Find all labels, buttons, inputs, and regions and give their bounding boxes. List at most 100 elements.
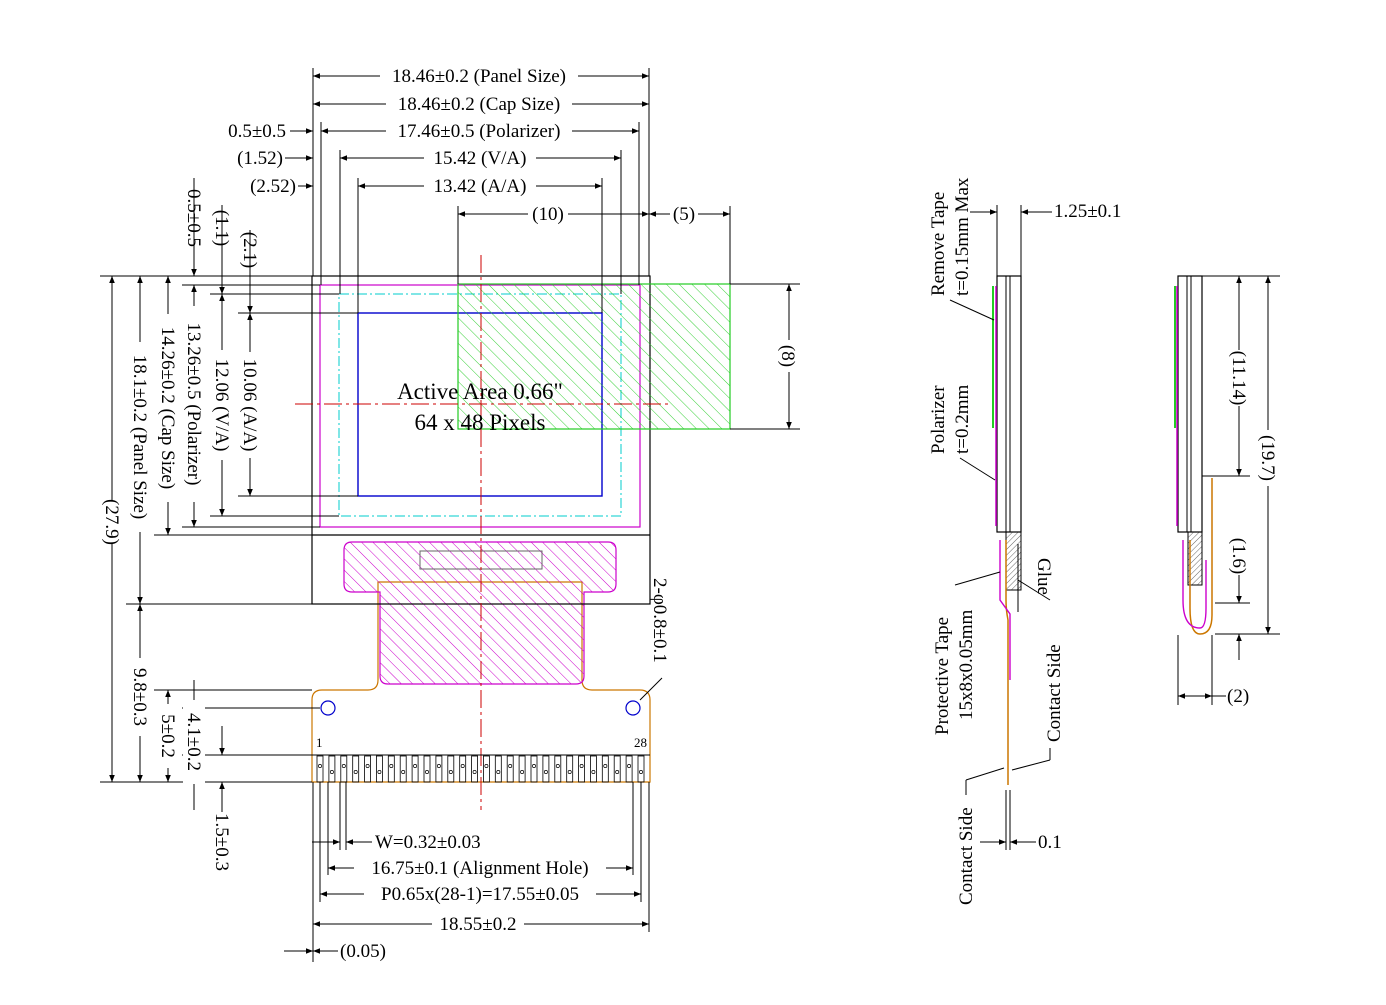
pin-finger — [364, 755, 372, 783]
pin-finger — [578, 755, 585, 783]
pin-finger — [316, 755, 324, 783]
pin-finger — [554, 755, 562, 783]
pin-via — [389, 764, 394, 768]
pin-finger — [459, 755, 467, 783]
dim-finger-length: 1.5±0.3 — [211, 813, 232, 871]
glue-label: Glue — [1033, 558, 1054, 595]
active-area-label: Active Area 0.66" — [397, 379, 563, 404]
pin-finger — [601, 755, 609, 783]
tape-height-dimension: (8) — [730, 283, 800, 430]
hole-note: 2-φ0.8±0.1 — [639, 578, 670, 701]
dim-aa-height: 10.06 (A/A) — [239, 359, 260, 452]
pin-via — [365, 764, 370, 768]
dim-fpc-offset: (0.05) — [340, 941, 386, 962]
pin-via — [329, 770, 334, 774]
fpc-outline — [311, 581, 651, 783]
pin-via — [401, 770, 406, 774]
contact-side-left: Contact Side — [956, 807, 977, 905]
dim-bent-1: (11.14) — [1228, 351, 1249, 406]
side-view: 1.25±0.1 Remove Tape t=0.15mm Max Polari… — [928, 177, 1121, 905]
dim-va-height: 12.06 (V/A) — [211, 359, 232, 452]
dim-panel-height: 18.1±0.2 (Panel Size) — [129, 355, 150, 520]
dim-cap-height: 14.26±0.2 (Cap Size) — [157, 327, 178, 489]
pin-via — [436, 764, 441, 768]
pin-via — [579, 764, 584, 768]
contact-side-right: Contact Side — [1044, 644, 1065, 742]
pin-finger — [542, 755, 550, 783]
remove-tape-label: Remove Tape — [928, 192, 949, 296]
bent-view: (11.14) (19.7) (1.6) (2) — [1174, 275, 1280, 707]
pin-via — [377, 770, 382, 774]
pin-via — [555, 764, 560, 768]
pin-via — [460, 764, 465, 768]
dim-bent-4: (2) — [1227, 686, 1249, 707]
remove-tape-thickness: t=0.15mm Max — [952, 177, 973, 296]
pin-via — [472, 770, 477, 774]
polarizer-side-label: Polarizer — [928, 385, 949, 454]
pin-via — [627, 764, 632, 768]
pin-finger — [399, 755, 407, 783]
dim-top-aa: (2.1) — [239, 232, 260, 268]
pin-finger — [530, 755, 538, 783]
pin-via — [532, 764, 536, 768]
dim-pin-area: 4.1±0.2 — [183, 713, 204, 771]
pin-finger — [566, 755, 574, 783]
dim-tape-width: (10) — [532, 204, 564, 225]
pin-finger — [375, 755, 383, 783]
pin-finger — [352, 755, 360, 783]
dim-alignment-hole: 16.75±0.1 (Alignment Hole) — [371, 858, 588, 879]
dim-cap-width: 18.46±0.2 (Cap Size) — [398, 94, 560, 115]
dim-fpc-height: 9.8±0.3 — [129, 668, 150, 726]
pin-via — [496, 770, 501, 774]
dim-fpc-width: 18.55±0.2 — [440, 914, 517, 935]
pin-via — [603, 764, 608, 768]
pin-via — [520, 770, 525, 774]
pin-finger — [590, 755, 597, 783]
bent-panel-body — [1177, 275, 1203, 533]
pin-via — [341, 764, 346, 768]
pin-via — [567, 770, 572, 774]
dim-hole-offset: 5±0.2 — [157, 714, 178, 758]
dim-panel-width: 18.46±0.2 (Panel Size) — [392, 66, 566, 87]
dim-bent-2: (19.7) — [1257, 435, 1278, 481]
pin-finger — [423, 755, 431, 783]
pin-via — [353, 770, 358, 774]
pin-via — [508, 764, 513, 768]
front-view: Active Area 0.66" 64 x 48 Pixels 1 28 — [295, 255, 731, 810]
dim-va-width: 15.42 (V/A) — [434, 148, 527, 169]
pin-via — [543, 770, 548, 774]
pin-via — [484, 764, 489, 768]
pin-finger — [435, 755, 443, 783]
dim-polarizer-offset: 0.5±0.5 — [228, 121, 286, 142]
top-dimensions: 18.46±0.2 (Panel Size) 18.46±0.2 (Cap Si… — [228, 64, 731, 313]
left-dimensions: (27.9) 18.1±0.2 (Panel Size) 9.8±0.3 14.… — [100, 178, 358, 871]
dim-polarizer-height: 13.26±0.5 (Polarizer) — [183, 323, 204, 486]
remove-tape — [457, 283, 731, 430]
protective-tape-size: 15x8x0.05mm — [956, 609, 977, 720]
dim-polarizer-width: 17.46±0.5 (Polarizer) — [398, 121, 561, 142]
dim-top-polarizer: 0.5±0.5 — [183, 189, 204, 247]
dim-total-height: (27.9) — [101, 499, 122, 545]
dim-hole-diameter: 2-φ0.8±0.1 — [649, 578, 670, 663]
bottom-dimensions: W=0.32±0.03 16.75±0.1 (Alignment Hole) P… — [284, 782, 650, 962]
dim-pin-width: W=0.32±0.03 — [375, 832, 481, 853]
dim-bent-3: (1.6) — [1228, 538, 1249, 574]
dim-tape-gap: (5) — [673, 204, 695, 225]
dim-tape-height: (8) — [777, 345, 798, 367]
dim-thickness: 1.25±0.1 — [1054, 201, 1121, 222]
pin-last-label: 28 — [634, 735, 647, 750]
pin-finger — [328, 755, 336, 783]
pin-finger — [411, 755, 419, 783]
pin-via — [615, 770, 620, 774]
pin-finger — [447, 755, 455, 783]
pin-finger — [518, 755, 526, 783]
pin-finger — [613, 755, 621, 783]
protective-tape-label: Protective Tape — [932, 617, 953, 735]
dim-fpc-thickness: 0.1 — [1038, 832, 1062, 853]
pin-first-label: 1 — [316, 735, 323, 750]
pin-via — [591, 770, 596, 774]
pin-finger — [387, 755, 395, 783]
pin-via — [448, 770, 453, 774]
